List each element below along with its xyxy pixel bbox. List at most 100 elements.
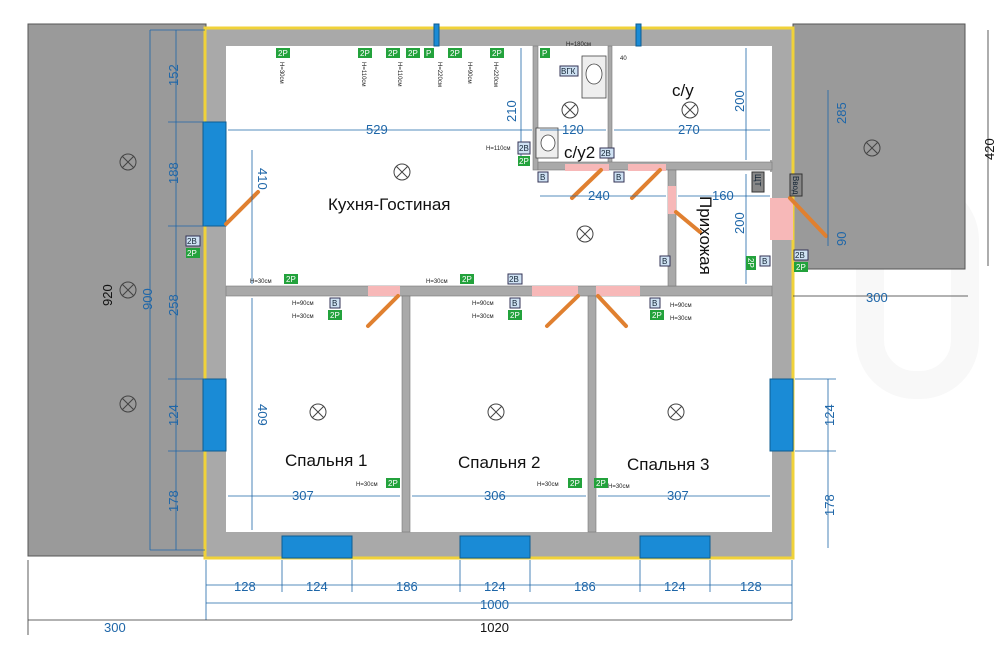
- svg-text:2B: 2B: [601, 149, 611, 158]
- dim-right-300: 300: [866, 290, 888, 305]
- svg-text:B: B: [662, 257, 667, 266]
- svg-text:2P: 2P: [360, 49, 370, 58]
- socket-p: P: [424, 48, 434, 58]
- svg-text:2P: 2P: [450, 49, 460, 58]
- dim-left-258: 258: [166, 294, 181, 316]
- svg-text:H=30см: H=30см: [250, 279, 272, 285]
- socket-2p: 2P: [794, 262, 808, 272]
- svg-text:Ввод: Ввод: [791, 176, 800, 195]
- svg-text:2P: 2P: [278, 49, 288, 58]
- svg-text:2P: 2P: [388, 49, 398, 58]
- left-terrace: [27, 23, 207, 557]
- ceiling-lights: [119, 101, 881, 421]
- svg-text:2P: 2P: [746, 258, 755, 268]
- dim-hall-160: 160: [712, 188, 734, 203]
- dim-bot-1020: 1020: [480, 620, 509, 635]
- dim-left-178: 178: [166, 490, 181, 512]
- svg-text:2P: 2P: [492, 49, 502, 58]
- svg-text:B: B: [762, 257, 767, 266]
- socket-2p: 2P: [358, 48, 372, 58]
- socket-2p: 2P: [276, 48, 290, 58]
- dim-right-90: 90: [834, 232, 849, 246]
- dim-bed3-307: 307: [667, 488, 689, 503]
- doors: [224, 168, 828, 328]
- svg-text:H=90см: H=90см: [472, 301, 494, 307]
- dim-right-124: 124: [822, 404, 837, 426]
- dim-kitchen-410: 410: [255, 168, 270, 190]
- socket-b: B: [659, 255, 671, 267]
- svg-text:H=30см: H=30см: [426, 279, 448, 285]
- socket-b: B: [329, 297, 341, 309]
- svg-text:2P: 2P: [519, 157, 529, 166]
- svg-text:2B: 2B: [509, 275, 519, 284]
- room-bed2: Спальня 2: [458, 453, 541, 472]
- dim-su2-120: 120: [562, 122, 584, 137]
- socket-2p: 2P: [386, 478, 400, 488]
- dim-bot-128a: 128: [234, 579, 256, 594]
- svg-text:B: B: [332, 299, 337, 308]
- dim-bed1-307: 307: [292, 488, 314, 503]
- dim-su2-210: 210: [504, 100, 519, 122]
- svg-text:2P: 2P: [570, 479, 580, 488]
- dim-bot-124a: 124: [306, 579, 328, 594]
- svg-text:B: B: [616, 173, 621, 182]
- svg-text:ВГК: ВГК: [561, 67, 576, 76]
- dim-total-900: 900: [140, 288, 155, 310]
- socket-2p: 2P: [568, 478, 582, 488]
- dim-su-200: 200: [732, 90, 747, 112]
- socket-2p: 2P: [284, 274, 298, 284]
- dim-right-420: 420: [982, 138, 997, 160]
- dim-bot-1000: 1000: [480, 597, 509, 612]
- dim-bot-128b: 128: [740, 579, 762, 594]
- dim-bot-186a: 186: [396, 579, 418, 594]
- dim-bot-300: 300: [104, 620, 126, 635]
- socket-2p: 2P: [460, 274, 474, 284]
- height-labels: H=30см H=30см H=90см H=30см H=90см H=30с…: [250, 62, 692, 490]
- svg-text:2B: 2B: [795, 251, 805, 260]
- svg-text:2B: 2B: [519, 144, 529, 153]
- bottom-dimension-lines: [28, 560, 793, 621]
- svg-text:H=90см: H=90см: [292, 301, 314, 307]
- svg-text:H=30см: H=30см: [670, 316, 692, 322]
- dim-bed-409: 409: [255, 404, 270, 426]
- room-kitchen-living: Кухня-Гостиная: [328, 195, 451, 214]
- room-hall: Прихожая: [696, 196, 715, 275]
- socket-shcht: ЩТ: [751, 171, 765, 193]
- svg-text:2P: 2P: [187, 249, 197, 258]
- socket-2b: 2B: [599, 147, 615, 159]
- svg-text:H=30см: H=30см: [278, 62, 284, 84]
- right-terrace: [792, 23, 966, 270]
- socket-2b: 2B: [517, 141, 531, 155]
- dim-hall-200: 200: [732, 212, 747, 234]
- socket-2p: 2P: [650, 310, 664, 320]
- dim-right-178: 178: [822, 494, 837, 516]
- svg-text:ЩТ: ЩТ: [753, 174, 762, 187]
- svg-text:H=110см: H=110см: [396, 62, 402, 87]
- svg-text:2B: 2B: [187, 237, 197, 246]
- dim-left-188: 188: [166, 162, 181, 184]
- socket-2b: 2B: [185, 235, 201, 247]
- socket-p: P: [540, 48, 550, 58]
- room-bed3: Спальня 3: [627, 455, 710, 474]
- svg-text:H=220см: H=220см: [492, 62, 498, 87]
- right-dimension-lines: [793, 30, 989, 548]
- svg-text:2P: 2P: [796, 263, 806, 272]
- socket-b: B: [537, 171, 549, 183]
- svg-text:H=110см: H=110см: [486, 146, 511, 152]
- socket-2b: 2B: [793, 249, 809, 261]
- socket-b: B: [649, 297, 661, 309]
- svg-text:2P: 2P: [330, 311, 340, 320]
- dim-top-180: H=180см: [566, 42, 591, 48]
- room-bed1: Спальня 1: [285, 451, 368, 470]
- socket-2p: 2P: [406, 48, 420, 58]
- socket-2p: 2P: [448, 48, 462, 58]
- svg-text:2P: 2P: [408, 49, 418, 58]
- svg-text:H=110см: H=110см: [360, 62, 366, 87]
- svg-text:B: B: [512, 299, 517, 308]
- svg-text:H=30см: H=30см: [356, 482, 378, 488]
- su-room: [612, 46, 772, 160]
- socket-2p: 2P: [386, 48, 400, 58]
- dim-hall-240: 240: [588, 188, 610, 203]
- socket-b: B: [759, 255, 771, 267]
- socket-2b: 2B: [507, 273, 523, 285]
